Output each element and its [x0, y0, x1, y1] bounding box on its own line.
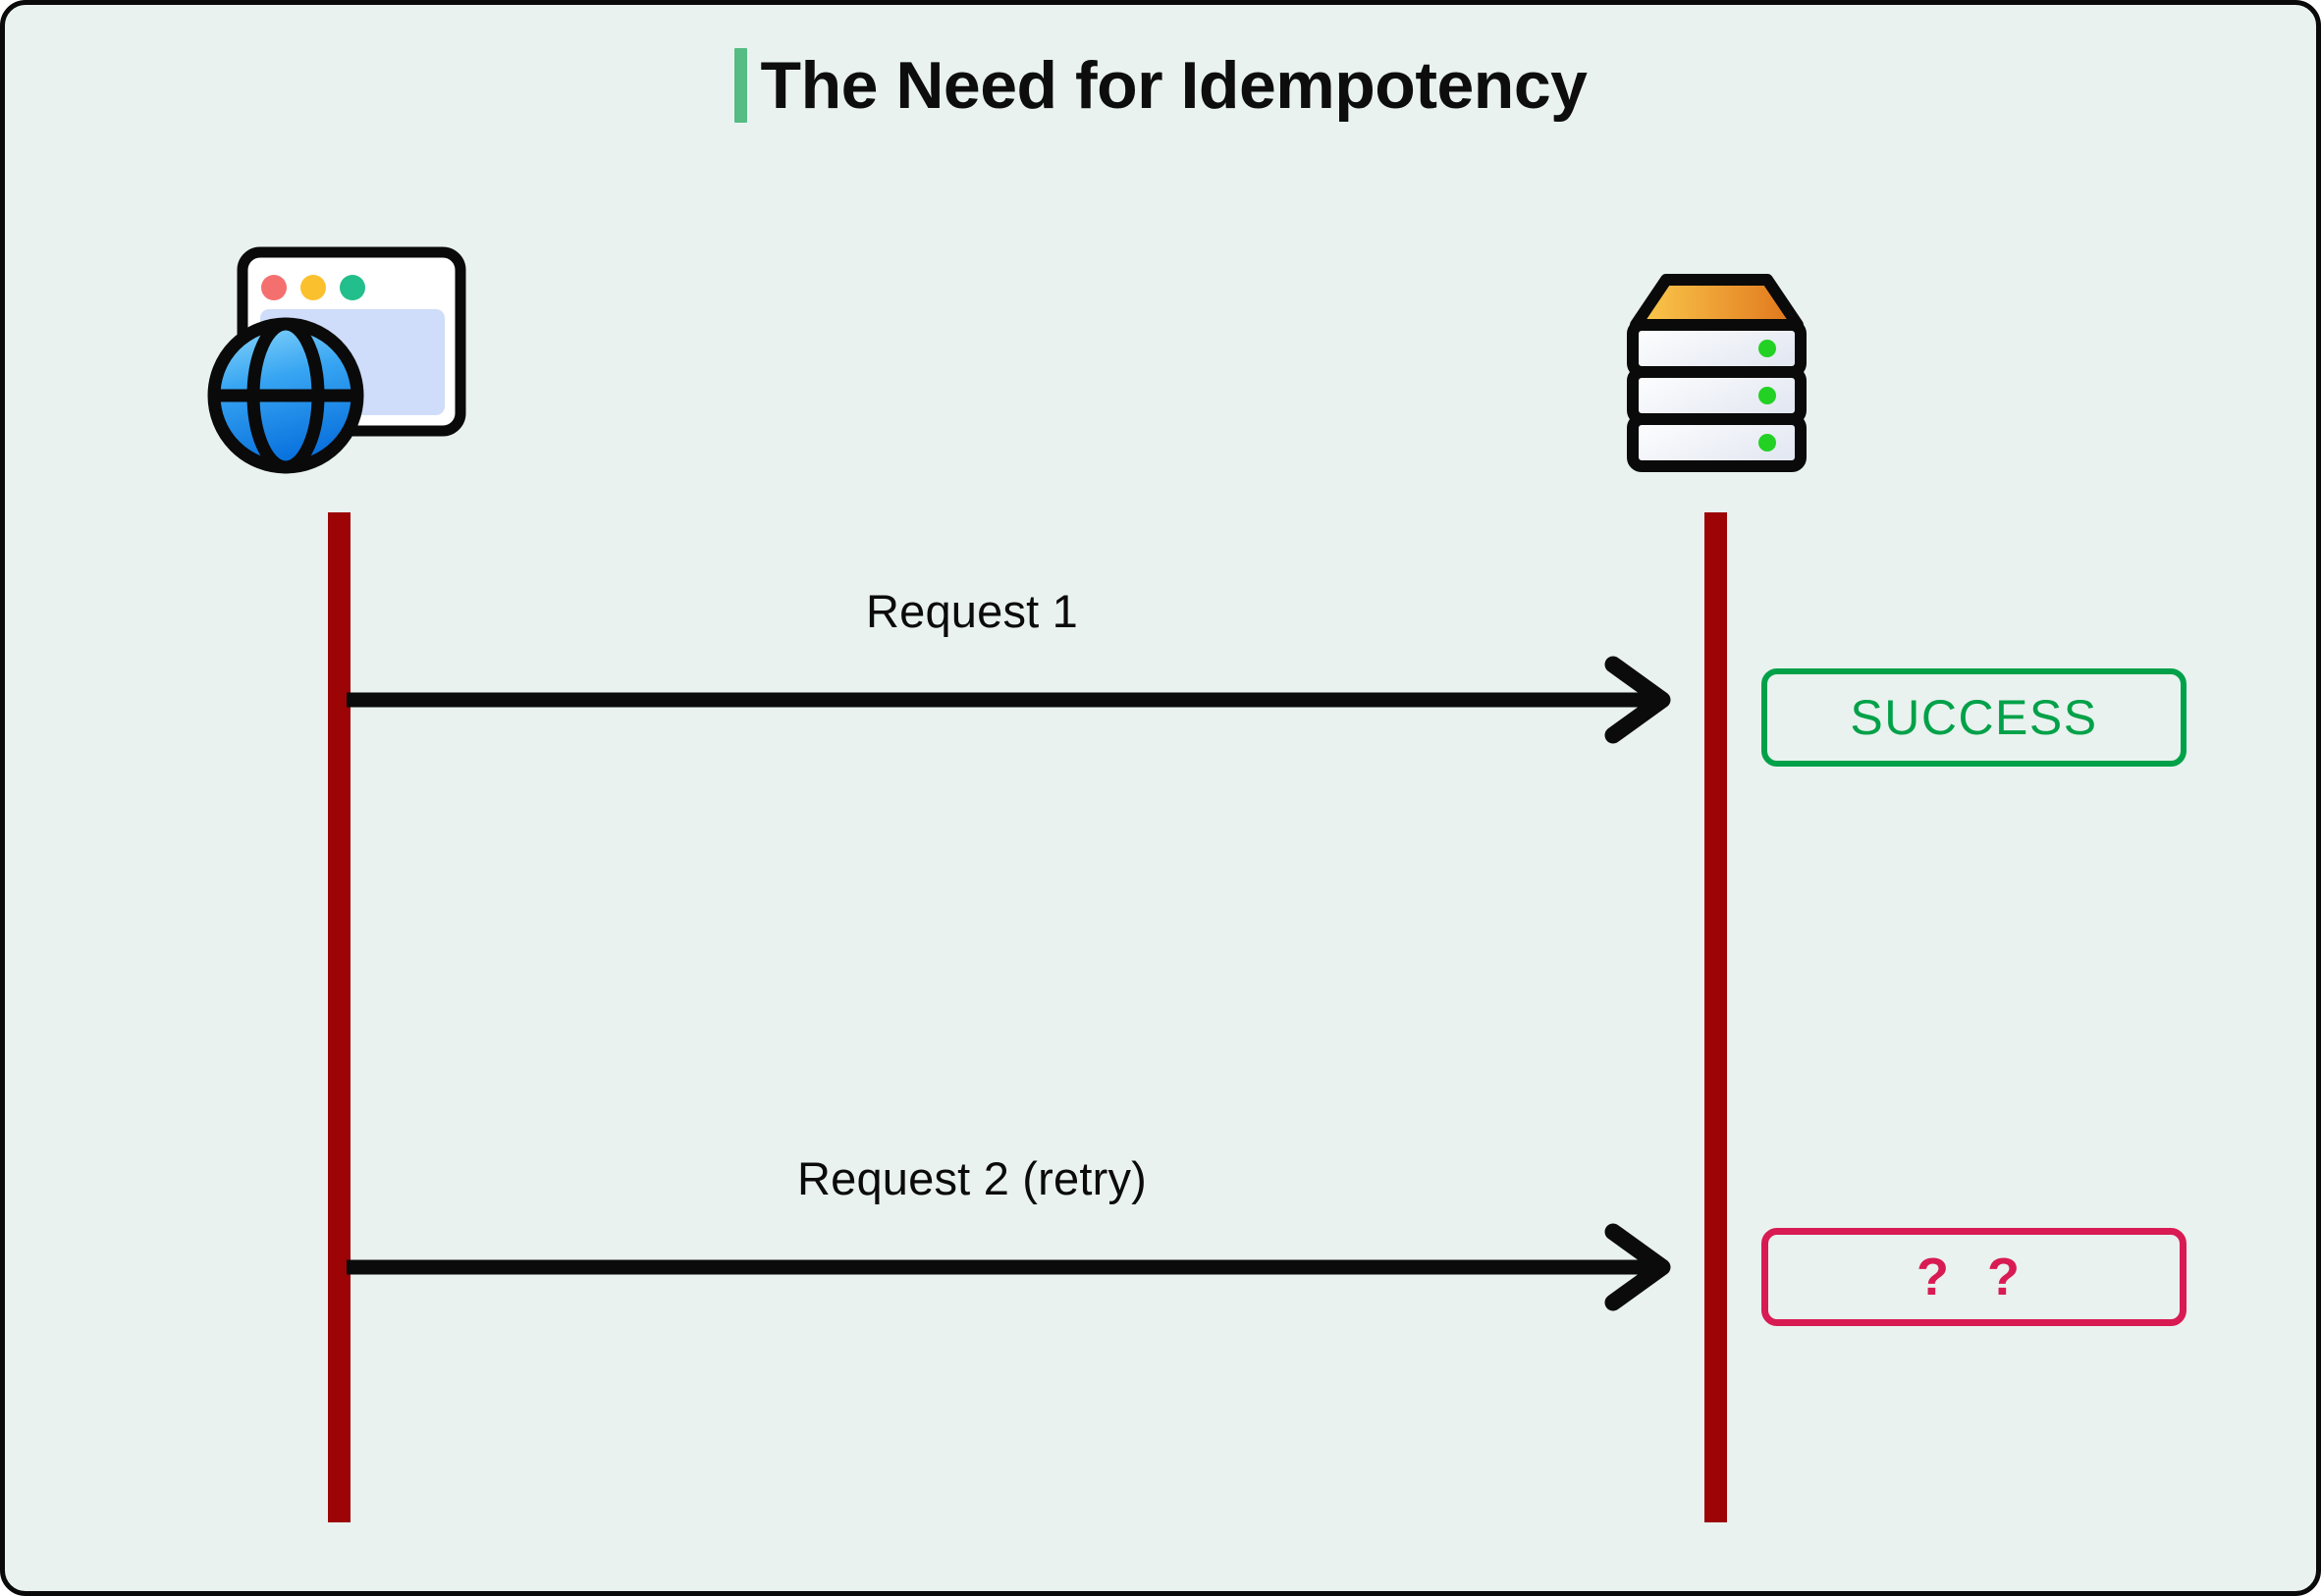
- message-arrow-request-2: [347, 1223, 1671, 1311]
- status-badge-success: SUCCESS: [1761, 668, 2186, 767]
- client-lifeline: [328, 512, 351, 1522]
- server-rack-icon: [1627, 274, 1807, 472]
- status-badge-unknown: ? ?: [1761, 1228, 2186, 1326]
- browser-globe-icon: [207, 246, 466, 474]
- title-accent-bar: [733, 48, 747, 123]
- message-label-request-1: Request 1: [865, 585, 1079, 637]
- server-lifeline: [1704, 512, 1727, 1522]
- title-row: The Need for Idempotency: [5, 48, 2316, 123]
- message-arrow-request-1: [347, 656, 1671, 744]
- message-label-request-2: Request 2 (retry): [796, 1152, 1147, 1204]
- page-title: The Need for Idempotency: [760, 48, 1588, 123]
